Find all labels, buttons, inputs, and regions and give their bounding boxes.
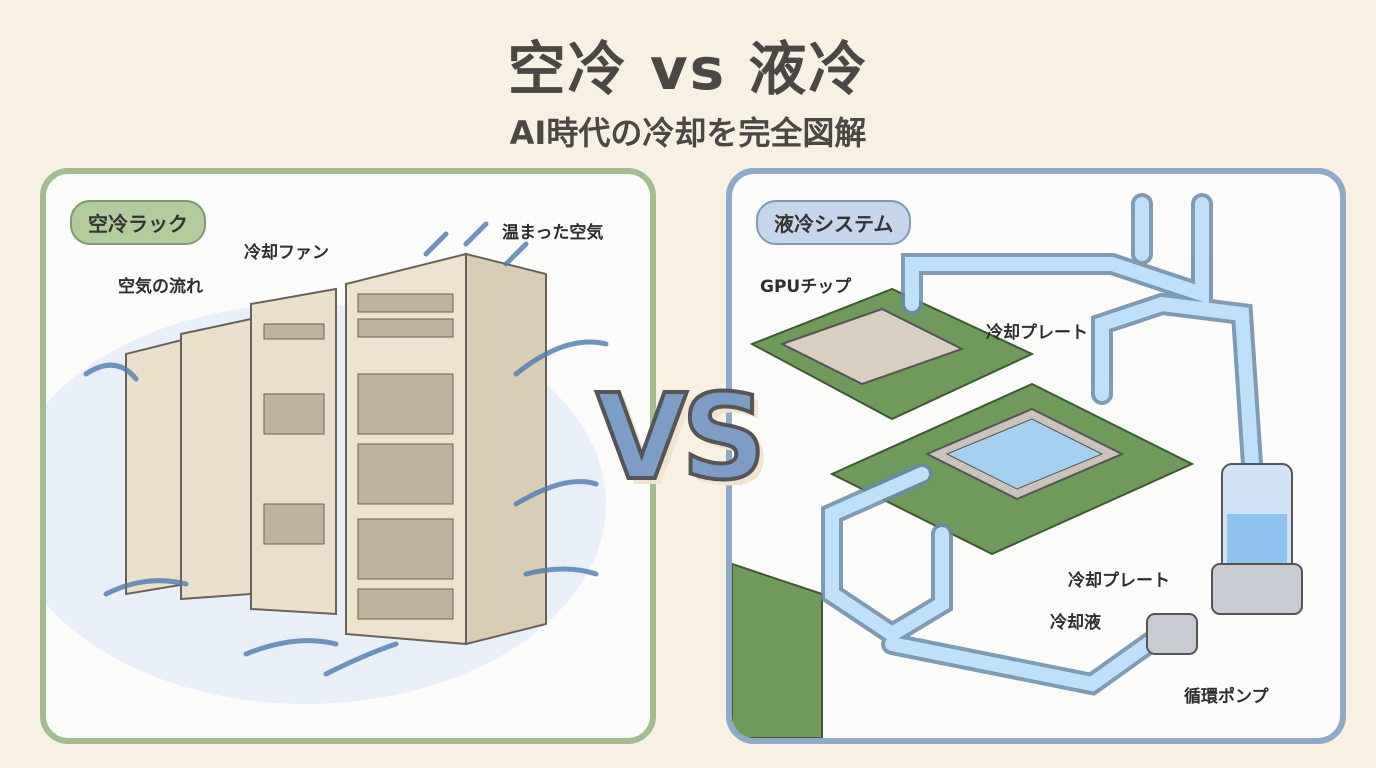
pump-label: 循環ポンプ <box>1184 687 1269 707</box>
air-rack-illustration <box>46 221 609 704</box>
coolant-label: 冷却液 <box>1050 613 1101 633</box>
cold-plate-label-top: 冷却プレート <box>986 323 1088 343</box>
liquid-cooling-panel: 液冷システム GPUチップ 冷却プレート 冷却プレート 冷却液 循環ポンプ <box>726 168 1346 744</box>
liquid-system-illustration <box>732 193 1303 738</box>
air-cooling-panel: 空冷ラック 冷却ファン 空気の流れ 温まった空気 <box>40 168 656 744</box>
cooling-fan-label: 冷却ファン <box>244 243 329 263</box>
page-subtitle: AI時代の冷却を完全図解 <box>509 114 867 152</box>
cold-plate-label-bottom: 冷却プレート <box>1068 571 1170 591</box>
gpu-chip-label: GPUチップ <box>760 277 852 297</box>
vs-badge: VS <box>594 366 768 508</box>
warm-air-label: 温まった空気 <box>502 223 604 243</box>
air-rack-tag: 空冷ラック <box>70 200 206 245</box>
liquid-system-tag: 液冷システム <box>756 200 912 245</box>
page-title: 空冷 vs 液冷 <box>507 35 869 103</box>
airflow-label: 空気の流れ <box>118 277 203 297</box>
